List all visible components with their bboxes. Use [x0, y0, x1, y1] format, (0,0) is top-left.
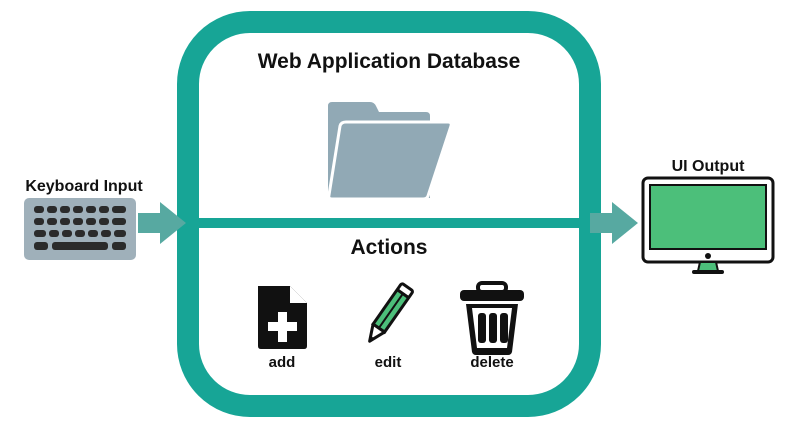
monitor-icon — [641, 176, 775, 274]
input-arrow — [138, 202, 186, 244]
pencil-icon — [368, 282, 414, 343]
output-arrow — [590, 202, 638, 244]
add-file-icon — [258, 286, 307, 349]
database-title: Web Application Database — [257, 50, 521, 73]
action-label-edit: edit — [374, 354, 402, 371]
action-label-add: add — [268, 354, 296, 371]
keyboard-icon — [24, 198, 136, 260]
container-divider — [198, 218, 580, 228]
folder-icon — [327, 102, 453, 201]
ui-output-label: UI Output — [671, 158, 745, 175]
database-container — [177, 11, 601, 417]
trash-icon — [460, 281, 524, 355]
actions-title: Actions — [350, 236, 428, 259]
keyboard-input-label: Keyboard Input — [25, 178, 143, 195]
action-label-delete: delete — [470, 354, 514, 371]
